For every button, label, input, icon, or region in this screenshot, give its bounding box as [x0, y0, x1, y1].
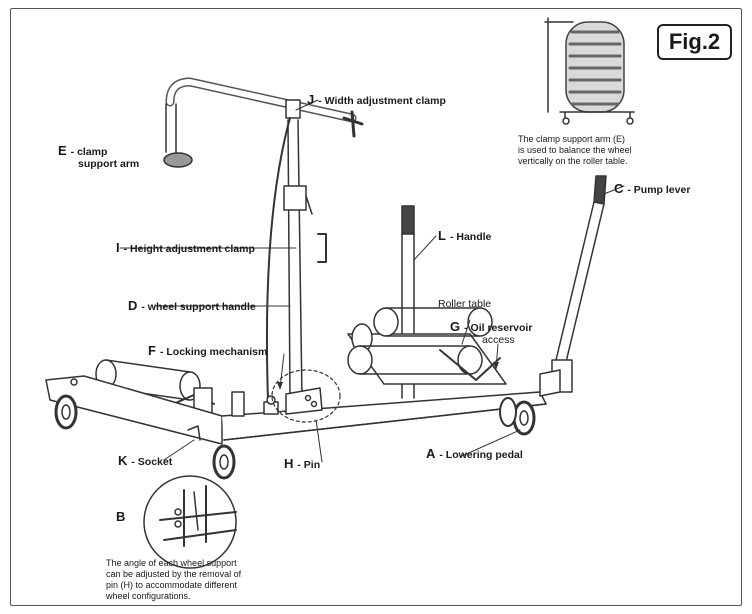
roller-table: [347, 307, 507, 385]
label-text-line2: access: [482, 334, 515, 346]
figure-label: Fig.2: [657, 24, 732, 60]
label-key: K: [118, 453, 128, 468]
label-text: - Socket: [131, 456, 173, 468]
main-frame: [45, 369, 561, 445]
label-text: - Locking mechanism: [159, 346, 268, 358]
inset-tyre-illustration: [544, 17, 635, 125]
label-key: L: [438, 228, 446, 243]
vertical-post: [265, 99, 327, 401]
caster-wheels: [54, 394, 536, 480]
clamp-support-arm: [163, 77, 364, 168]
label-handle: L- Handle: [438, 228, 492, 243]
pin-detail-circle: [143, 475, 237, 569]
label-key: D: [128, 298, 138, 313]
figure-frame: [10, 8, 742, 606]
label-key: C: [614, 181, 624, 196]
label-socket: K- Socket: [118, 453, 173, 468]
label-key: H: [284, 456, 294, 471]
leader-lines: [119, 99, 625, 463]
label-text: - Handle: [449, 231, 492, 243]
label-text: - Pin: [297, 459, 321, 471]
label-wheel-support-handle: D- wheel support handle: [128, 298, 256, 313]
label-key: G: [450, 319, 461, 334]
label-text: - clamp: [70, 146, 108, 158]
label-key: J: [307, 92, 315, 107]
note-angle-adjustment: The angle of each wheel support can be a…: [106, 558, 242, 601]
label-pin: H- Pin: [284, 456, 321, 471]
note-clamp-support-arm: The clamp support arm (E) is used to bal…: [518, 134, 632, 166]
label-height-adjustment-clamp: I- Height adjustment clamp: [116, 240, 255, 255]
label-text: - Oil reservoir: [464, 322, 533, 334]
label-text: - Pump lever: [627, 184, 691, 196]
label-roller-table: Roller table: [438, 298, 492, 310]
label-key: A: [426, 446, 436, 461]
label-key: I: [116, 240, 120, 255]
label-key: B: [116, 509, 126, 524]
label-text: - wheel support handle: [141, 301, 256, 313]
label-key: F: [148, 343, 156, 358]
label-detail-b: B: [116, 509, 129, 524]
pump-lever: [551, 175, 607, 393]
label-locking-mechanism: F- Locking mechanism: [148, 343, 268, 358]
label-text: - Width adjustment clamp: [318, 95, 446, 107]
label-pump-lever: C- Pump lever: [614, 181, 691, 196]
label-text-line2: support arm: [78, 158, 140, 170]
label-key: E: [58, 143, 67, 158]
label-text: - Lowering pedal: [439, 449, 523, 461]
label-text: - Height adjustment clamp: [123, 243, 255, 255]
label-lowering-pedal: A- Lowering pedal: [426, 446, 523, 461]
leader-arrows: [277, 362, 499, 390]
label-width-adjustment-clamp: J- Width adjustment clamp: [307, 92, 446, 107]
